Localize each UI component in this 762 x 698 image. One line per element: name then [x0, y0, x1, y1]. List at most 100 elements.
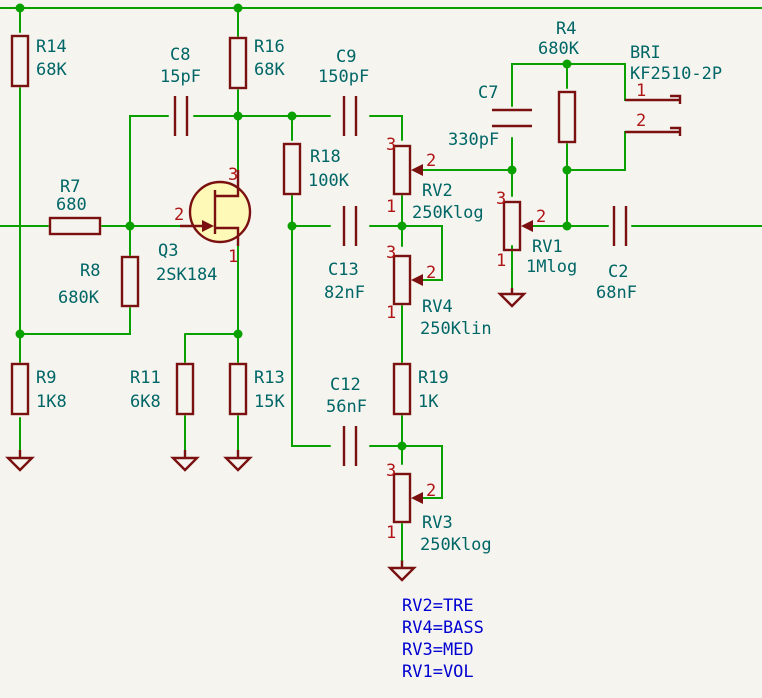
r7-value: 680: [56, 195, 87, 215]
r11-wire: [184, 333, 239, 451]
q3-pin-2: 2: [174, 205, 184, 225]
r8-wire: [19, 225, 131, 335]
c13-ref: C13: [328, 260, 359, 280]
r14-value: 68K: [36, 60, 67, 80]
rv3-wiper-arrow: [411, 492, 423, 504]
rv3-pin-3: 3: [386, 461, 396, 481]
q3-pin-1: 1: [228, 247, 238, 267]
c13-value: 82nF: [324, 283, 365, 303]
capacitor-c13: C13 82nF: [324, 206, 365, 303]
rv2-value: 250Klog: [412, 203, 484, 223]
r19-ref: R19: [418, 368, 449, 388]
r16-value: 68K: [254, 60, 285, 80]
rv2-ref: RV2: [422, 181, 453, 201]
q3-value: 2SK184: [156, 265, 217, 285]
note-line: RV2=TRE: [402, 596, 474, 616]
r14-ref: R14: [36, 37, 67, 57]
ground-symbol: [497, 288, 527, 308]
resistor-r19: R19 1K: [392, 362, 449, 416]
junction: [507, 165, 517, 175]
ground-symbol: [5, 450, 35, 472]
junction: [397, 221, 407, 231]
c2-ref: C2: [608, 262, 628, 282]
ground-symbol: [387, 560, 417, 582]
resistor-r11: R11 6K8: [130, 362, 195, 416]
junction: [562, 59, 572, 69]
br1-pin-1: 1: [636, 81, 646, 101]
junction: [397, 441, 407, 451]
rv4-pin-3: 3: [386, 243, 396, 263]
q3-ref: Q3: [158, 241, 178, 261]
rv2-pin-2: 2: [426, 151, 436, 171]
rv2-pin-1: 1: [386, 197, 396, 217]
rv3-value: 250Klog: [420, 535, 492, 555]
capacitor-c8: C8 15pF: [160, 45, 201, 136]
rv4-pin-1: 1: [386, 303, 396, 323]
r8-ref: R8: [80, 261, 100, 281]
junction: [562, 165, 572, 175]
c8-value: 15pF: [160, 67, 201, 87]
ground-symbol: [223, 450, 253, 472]
c7-value: 330pF: [448, 130, 499, 150]
wires: [0, 7, 762, 499]
resistor-r8: R8 680K: [58, 255, 140, 308]
c12-ref: C12: [330, 375, 361, 395]
notes: RV2=TRE RV4=BASS RV3=MED RV1=VOL: [402, 596, 484, 682]
capacitor-c12: C12 56nF: [326, 375, 367, 466]
rv2-pin-3: 3: [386, 135, 396, 155]
rv2-wiper-arrow: [411, 164, 423, 176]
r11-ref: R11: [130, 368, 161, 388]
br1-pin2-wire: [566, 131, 671, 171]
junction: [287, 221, 297, 231]
c13-wire: [291, 225, 443, 281]
br1-pin-2: 2: [636, 111, 646, 131]
r13-value: 15K: [254, 392, 285, 412]
note-line: RV4=BASS: [402, 618, 484, 638]
junction: [125, 221, 135, 231]
rv3-wiper-wire: [401, 445, 443, 499]
junction: [233, 111, 243, 121]
r16-ref: R16: [254, 37, 285, 57]
r9-value: 1K8: [36, 392, 67, 412]
br1-ref: BRI: [630, 43, 661, 63]
r19-value: 1K: [418, 392, 439, 412]
rv4-wiper-arrow: [411, 274, 423, 286]
resistor-r16: R16 68K: [228, 36, 285, 90]
potentiometer-rv3: 3 2 1 RV3 250Klog: [386, 461, 492, 555]
resistor-r4: R4 680K: [538, 19, 580, 144]
r7-ref: R7: [60, 177, 80, 197]
c12-value: 56nF: [326, 397, 367, 417]
rv3-pin-2: 2: [426, 481, 436, 501]
rv1-ref: RV1: [532, 237, 563, 257]
rv3-ref: RV3: [422, 513, 453, 533]
resistor-r13: R13 15K: [228, 362, 285, 416]
potentiometer-rv1: 3 2 1 RV1 1Mlog: [496, 189, 577, 277]
potentiometer-rv4: 3 2 1 RV4 250Klin: [386, 243, 492, 339]
ground-symbol: [170, 450, 200, 472]
q3-body: [188, 180, 252, 244]
r11-value: 6K8: [130, 392, 161, 412]
r18-ref: R18: [310, 147, 341, 167]
junctions: [15, 3, 572, 451]
rv3-pin-1: 1: [386, 523, 396, 543]
r13-ref: R13: [254, 368, 285, 388]
r8-value: 680K: [58, 288, 100, 308]
c8-ref: C8: [170, 45, 190, 65]
br1-value: KF2510-2P: [630, 64, 722, 84]
note-line: RV1=VOL: [402, 662, 474, 682]
c9-wire: [237, 115, 403, 141]
rv1-pin-3: 3: [496, 189, 506, 209]
capacitor-c7: C7 330pF: [448, 83, 532, 150]
rv1-pin-1: 1: [496, 251, 506, 271]
q3-pin-3: 3: [228, 165, 238, 185]
capacitor-c9: C9 150pF: [318, 47, 369, 136]
connector-br1: 1 2 BRI KF2510-2P: [625, 43, 722, 136]
r18-value: 100K: [308, 171, 350, 191]
rv4-value: 250Klin: [420, 319, 492, 339]
capacitor-c2: C2 68nF: [596, 206, 637, 303]
junction: [287, 111, 297, 121]
note-line: RV3=MED: [402, 640, 474, 660]
grounds: [5, 288, 527, 582]
rv4-pin-2: 2: [426, 263, 436, 283]
